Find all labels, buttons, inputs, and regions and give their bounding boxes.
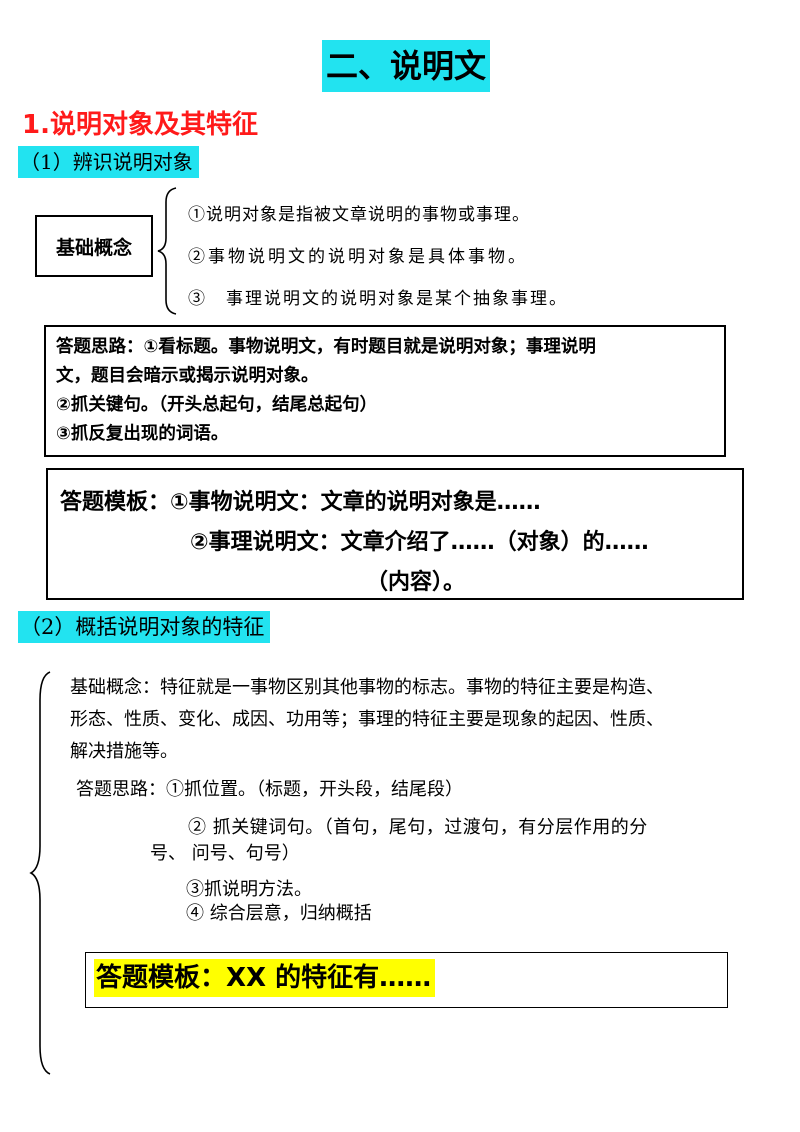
- concept-item-2: ②事物说明文的说明对象是具体事物。: [188, 247, 528, 267]
- feature-template-box: 答题模板：XX 的特征有……: [85, 952, 728, 1008]
- page-title: 二、说明文: [322, 40, 491, 92]
- concept-item-3: ③ 事理说明文的说明对象是某个抽象事理。: [188, 289, 568, 309]
- concept-box-label: 基础概念: [55, 236, 132, 259]
- thinking-line: 答题思路：①看标题。事物说明文，有时题目就是说明对象；事理说明: [56, 337, 596, 357]
- thinking-line: ②抓关键句。（开头总起句，结尾总起句）: [56, 395, 378, 415]
- left-brace-icon: [29, 671, 51, 1075]
- left-brace-icon: [157, 187, 177, 315]
- concept-line: 形态、性质、变化、成因、功用等；事理的特征主要是现象的起因、性质、: [70, 709, 664, 730]
- thinking-line: ② 抓关键词句。（首句，尾句，过渡句，有分层作用的分: [188, 817, 648, 838]
- section-heading: 1.说明对象及其特征: [22, 110, 258, 140]
- thinking-line: ③抓反复出现的词语。: [56, 424, 229, 444]
- thinking-line: ④ 综合层意，归纳概括: [186, 903, 372, 924]
- concept-paragraph: 基础概念：特征就是一事物区别其他事物的标志。事物的特征主要是构造、 形态、性质、…: [70, 672, 770, 768]
- concept-line: 基础概念：特征就是一事物区别其他事物的标志。事物的特征主要是构造、: [70, 677, 664, 698]
- template-line-3: （内容）。: [366, 570, 466, 595]
- concept-line: 解决措施等。: [70, 741, 178, 762]
- template-line-2: ②事理说明文：文章介绍了……（对象）的……: [190, 530, 649, 555]
- concept-item-1: ①说明对象是指被文章说明的事物或事理。: [188, 205, 530, 225]
- subsection-2-label: （2）概括说明对象的特征: [18, 611, 271, 643]
- thinking-line: 号、 问号、句号）: [150, 843, 300, 864]
- thinking-line: 文，题目会暗示或揭示说明对象。: [56, 366, 319, 386]
- subsection-1-label: （1）辨识说明对象: [18, 146, 199, 178]
- feature-template-text: 答题模板：XX 的特征有……: [94, 959, 436, 997]
- thinking-line: 答题思路：①抓位置。（标题，开头段，结尾段）: [76, 779, 463, 800]
- answer-template-box: 答题模板：①事物说明文：文章的说明对象是…… ②事理说明文：文章介绍了……（对象…: [46, 468, 744, 600]
- thinking-line: ③抓说明方法。: [186, 879, 312, 900]
- answer-thinking-box: 答题思路：①看标题。事物说明文，有时题目就是说明对象；事理说明 文，题目会暗示或…: [44, 325, 726, 457]
- template-line-1: 答题模板：①事物说明文：文章的说明对象是……: [60, 490, 541, 515]
- concept-box: 基础概念: [35, 215, 153, 277]
